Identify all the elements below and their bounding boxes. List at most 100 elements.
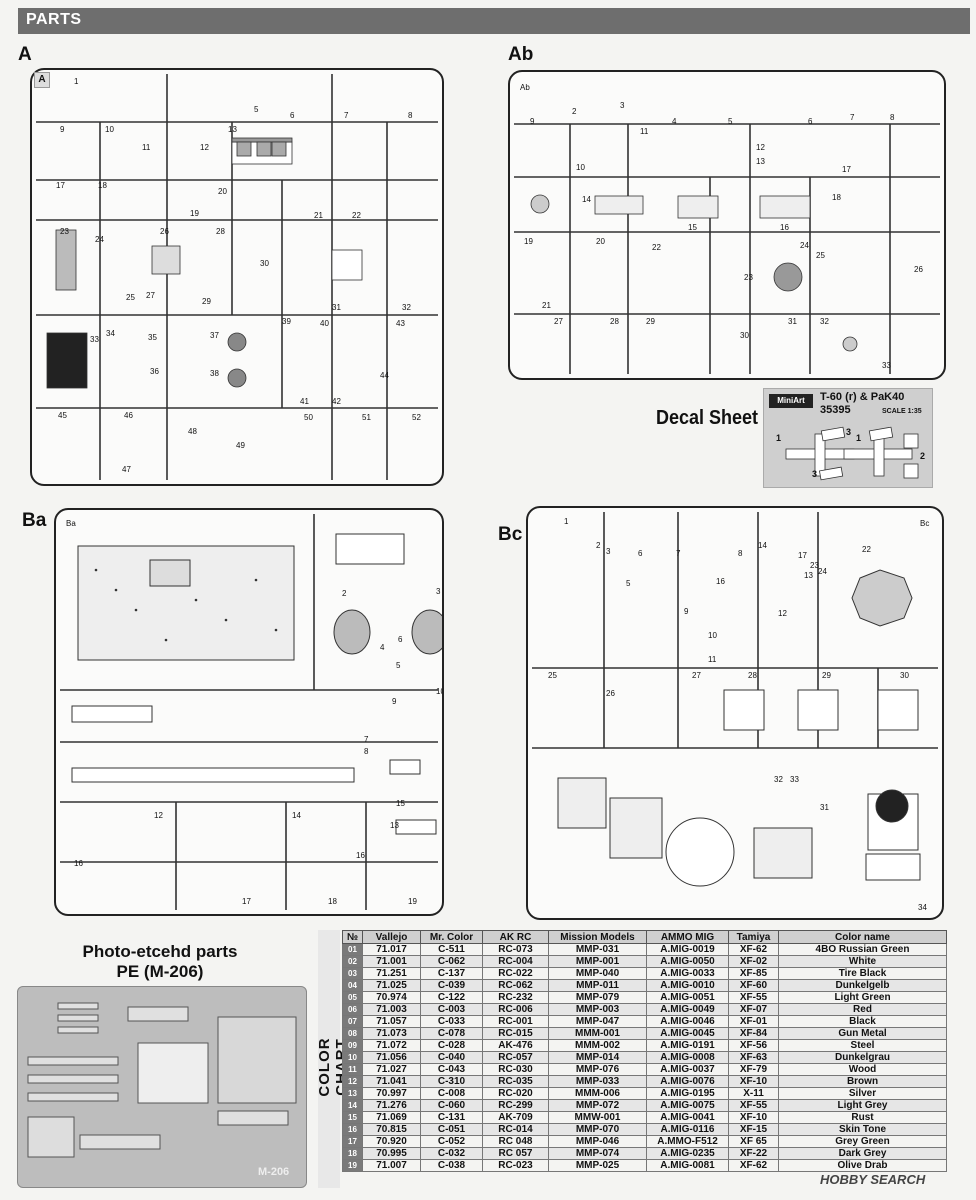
paint-code: C-033 xyxy=(420,1015,483,1028)
col-ak-rc: AK RC xyxy=(482,930,549,944)
pe-title-line2: PE (M-206) xyxy=(116,962,204,981)
paint-code: XF-62 xyxy=(728,943,779,956)
svg-text:17: 17 xyxy=(242,897,251,906)
col-mission-models: Mission Models xyxy=(548,930,647,944)
pe-title: Photo-etcehd parts PE (M-206) xyxy=(60,942,260,982)
svg-text:25: 25 xyxy=(816,251,825,260)
svg-text:36: 36 xyxy=(150,367,159,376)
svg-text:28: 28 xyxy=(610,317,619,326)
paint-code: RC-022 xyxy=(482,967,549,980)
paint-code: RC-001 xyxy=(482,1015,549,1028)
paint-code: A.MIG-0008 xyxy=(646,1051,729,1064)
section-header: PARTS xyxy=(18,8,970,34)
svg-text:16: 16 xyxy=(74,859,83,868)
paint-code: RC-030 xyxy=(482,1063,549,1076)
paint-code: XF-55 xyxy=(728,1099,779,1112)
svg-text:39: 39 xyxy=(282,317,291,326)
col-color-name: Color name xyxy=(778,930,947,944)
paint-code: C-051 xyxy=(420,1123,483,1136)
svg-text:2: 2 xyxy=(596,541,601,550)
svg-text:23: 23 xyxy=(744,273,753,282)
svg-text:6: 6 xyxy=(808,117,813,126)
col-ammo-mig: AMMO MIG xyxy=(646,930,729,944)
paint-code: A.MIG-0019 xyxy=(646,943,729,956)
decal-scale: SCALE 1:35 xyxy=(882,408,922,415)
svg-text:29: 29 xyxy=(202,297,211,306)
svg-text:3: 3 xyxy=(606,547,611,556)
color-name: Silver xyxy=(778,1087,947,1100)
svg-text:21: 21 xyxy=(542,301,551,310)
paint-code: RC-232 xyxy=(482,991,549,1004)
section-title: PARTS xyxy=(26,11,82,28)
svg-text:33: 33 xyxy=(790,775,799,784)
svg-text:26: 26 xyxy=(160,227,169,236)
paint-code: C-038 xyxy=(420,1159,483,1172)
sprue-ba-label: Ba xyxy=(22,510,47,531)
color-number: 06 xyxy=(342,1003,363,1016)
paint-code: 70.815 xyxy=(362,1123,421,1136)
color-number: 17 xyxy=(342,1135,363,1148)
paint-code: 71.041 xyxy=(362,1075,421,1088)
svg-text:20: 20 xyxy=(596,237,605,246)
svg-text:17: 17 xyxy=(842,165,851,174)
paint-code: 71.057 xyxy=(362,1015,421,1028)
paint-code: A.MIG-0081 xyxy=(646,1159,729,1172)
paint-code: RC-004 xyxy=(482,955,549,968)
svg-text:38: 38 xyxy=(210,369,219,378)
paint-code: RC-057 xyxy=(482,1051,549,1064)
color-number: 01 xyxy=(342,943,363,956)
svg-text:12: 12 xyxy=(756,143,765,152)
color-number: 15 xyxy=(342,1111,363,1124)
color-number: 12 xyxy=(342,1075,363,1088)
paint-code: MMP-076 xyxy=(548,1063,647,1076)
paint-code: A.MIG-0191 xyxy=(646,1039,729,1052)
svg-text:Bc: Bc xyxy=(920,519,929,528)
svg-text:10: 10 xyxy=(708,631,717,640)
sprue-a-label: A xyxy=(18,44,32,65)
color-name: White xyxy=(778,955,947,968)
paint-code: 71.007 xyxy=(362,1159,421,1172)
paint-code: RC-299 xyxy=(482,1099,549,1112)
decal-number-3b: 3 xyxy=(812,469,817,479)
svg-text:6: 6 xyxy=(398,635,403,644)
color-name: Rust xyxy=(778,1111,947,1124)
paint-code: RC-006 xyxy=(482,1003,549,1016)
paint-code: MMP-014 xyxy=(548,1051,647,1064)
svg-text:8: 8 xyxy=(890,113,895,122)
paint-code: MMP-070 xyxy=(548,1123,647,1136)
paint-code: MMP-079 xyxy=(548,991,647,1004)
paint-code: RC-020 xyxy=(482,1087,549,1100)
svg-text:13: 13 xyxy=(228,125,237,134)
svg-text:12: 12 xyxy=(200,143,209,152)
svg-text:24: 24 xyxy=(800,241,809,250)
decal-number-2: 2 xyxy=(920,451,925,461)
svg-text:7: 7 xyxy=(850,113,855,122)
paint-code: XF 65 xyxy=(728,1135,779,1148)
svg-text:5: 5 xyxy=(396,661,401,670)
paint-code: A.MIG-0037 xyxy=(646,1063,729,1076)
paint-code: C-003 xyxy=(420,1003,483,1016)
svg-text:42: 42 xyxy=(332,397,341,406)
paint-code: MMP-031 xyxy=(548,943,647,956)
paint-code: 71.056 xyxy=(362,1051,421,1064)
svg-text:23: 23 xyxy=(810,561,819,570)
svg-text:47: 47 xyxy=(122,465,131,474)
paint-code: 71.073 xyxy=(362,1027,421,1040)
color-name: Dunkelgelb xyxy=(778,979,947,992)
sprue-bc-label: Bc xyxy=(498,524,523,545)
svg-text:10: 10 xyxy=(105,125,114,134)
color-number: 09 xyxy=(342,1039,363,1052)
svg-text:16: 16 xyxy=(356,851,365,860)
paint-code: A.MIG-0045 xyxy=(646,1027,729,1040)
color-name: Red xyxy=(778,1003,947,1016)
svg-text:31: 31 xyxy=(332,303,341,312)
svg-text:19: 19 xyxy=(524,237,533,246)
paint-code: C-008 xyxy=(420,1087,483,1100)
